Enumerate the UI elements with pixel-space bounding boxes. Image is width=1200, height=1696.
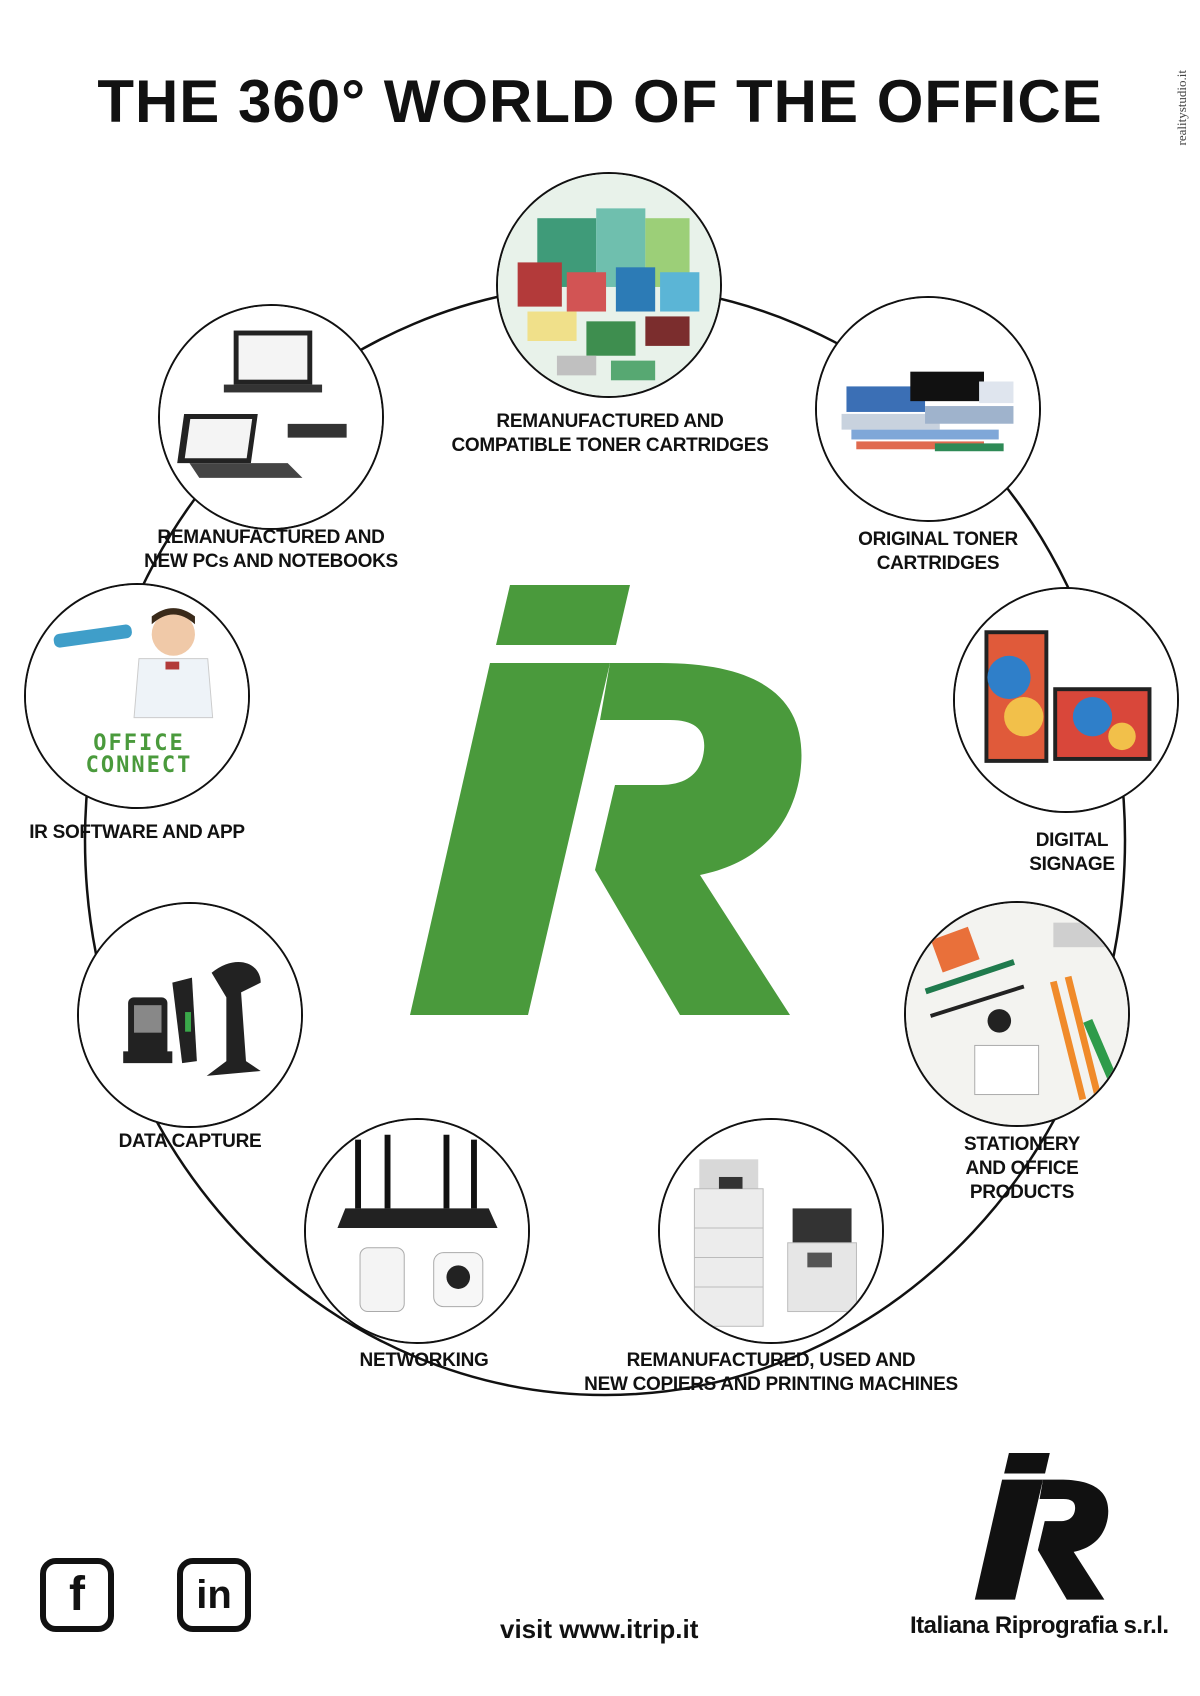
ir-logo-large bbox=[410, 585, 802, 1015]
facebook-icon: f bbox=[69, 1568, 85, 1621]
digital-signage-circle bbox=[953, 587, 1179, 813]
service-label-pcs: REMANUFACTURED AND NEW PCs AND NOTEBOOKS bbox=[144, 527, 398, 572]
page-title: THE 360° WORLD OF THE OFFICE bbox=[97, 68, 1103, 135]
pcs-circle bbox=[158, 304, 384, 530]
facebook-button[interactable]: f bbox=[40, 1558, 114, 1632]
linkedin-button[interactable]: in bbox=[177, 1558, 251, 1632]
networking-circle bbox=[304, 1118, 530, 1344]
office-connect-wordmark: OFFICE CONNECT bbox=[26, 731, 248, 778]
website-link[interactable]: visit www.itrip.it bbox=[500, 1614, 699, 1644]
copiers-circle bbox=[658, 1118, 884, 1344]
toner-original-circle bbox=[815, 296, 1041, 522]
office-connect-line1: OFFICE bbox=[93, 731, 185, 756]
linkedin-icon: in bbox=[196, 1573, 232, 1617]
service-label-toner-remanufactured: REMANUFACTURED AND COMPATIBLE TONER CART… bbox=[451, 411, 769, 456]
software-circle: OFFICE CONNECT bbox=[24, 583, 250, 809]
data-capture-circle bbox=[77, 902, 303, 1128]
toner-remanufactured-circle bbox=[496, 172, 722, 398]
service-label-digital-signage: DIGITAL SIGNAGE bbox=[1029, 830, 1115, 875]
service-label-stationery: STATIONERY AND OFFICE PRODUCTS bbox=[964, 1134, 1080, 1203]
service-label-networking: NETWORKING bbox=[359, 1350, 489, 1371]
ir-logo-small bbox=[974, 1453, 1109, 1600]
service-label-copiers: REMANUFACTURED, USED AND NEW COPIERS AND… bbox=[584, 1350, 958, 1395]
company-name: Italiana Riprografia s.r.l. bbox=[910, 1612, 1169, 1639]
service-label-software: IR SOFTWARE AND APP bbox=[29, 822, 245, 843]
office-connect-line2: CONNECT bbox=[85, 753, 193, 778]
service-label-toner-original: ORIGINAL TONER CARTRIDGES bbox=[858, 529, 1018, 574]
service-label-data-capture: DATA CAPTURE bbox=[118, 1131, 262, 1152]
stationery-circle bbox=[904, 901, 1130, 1127]
